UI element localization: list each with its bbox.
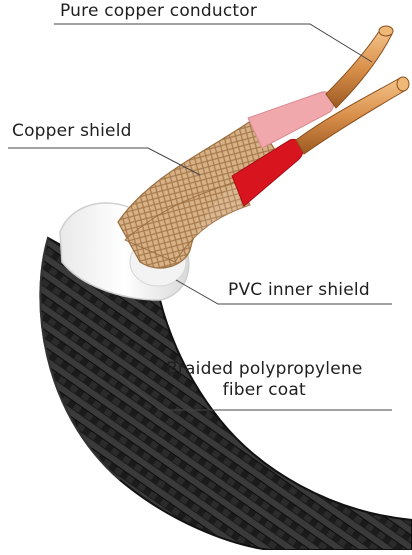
label-braided-coat-line2: fiber coat [222,380,306,400]
label-braided-coat-line1: Braided polypropylene [166,359,363,379]
label-pvc-inner-shield: PVC inner shield [228,280,370,300]
label-pure-copper-conductor: Pure copper conductor [60,1,258,21]
label-copper-shield: Copper shield [12,121,132,141]
leader-braid [119,375,392,411]
label-braided-coat: Braided polypropylene fiber coat [166,359,363,401]
leader-lines [8,23,392,411]
leader-pvc [175,279,392,305]
leader-conductor [54,23,373,63]
leader-copper-shield [8,147,201,176]
